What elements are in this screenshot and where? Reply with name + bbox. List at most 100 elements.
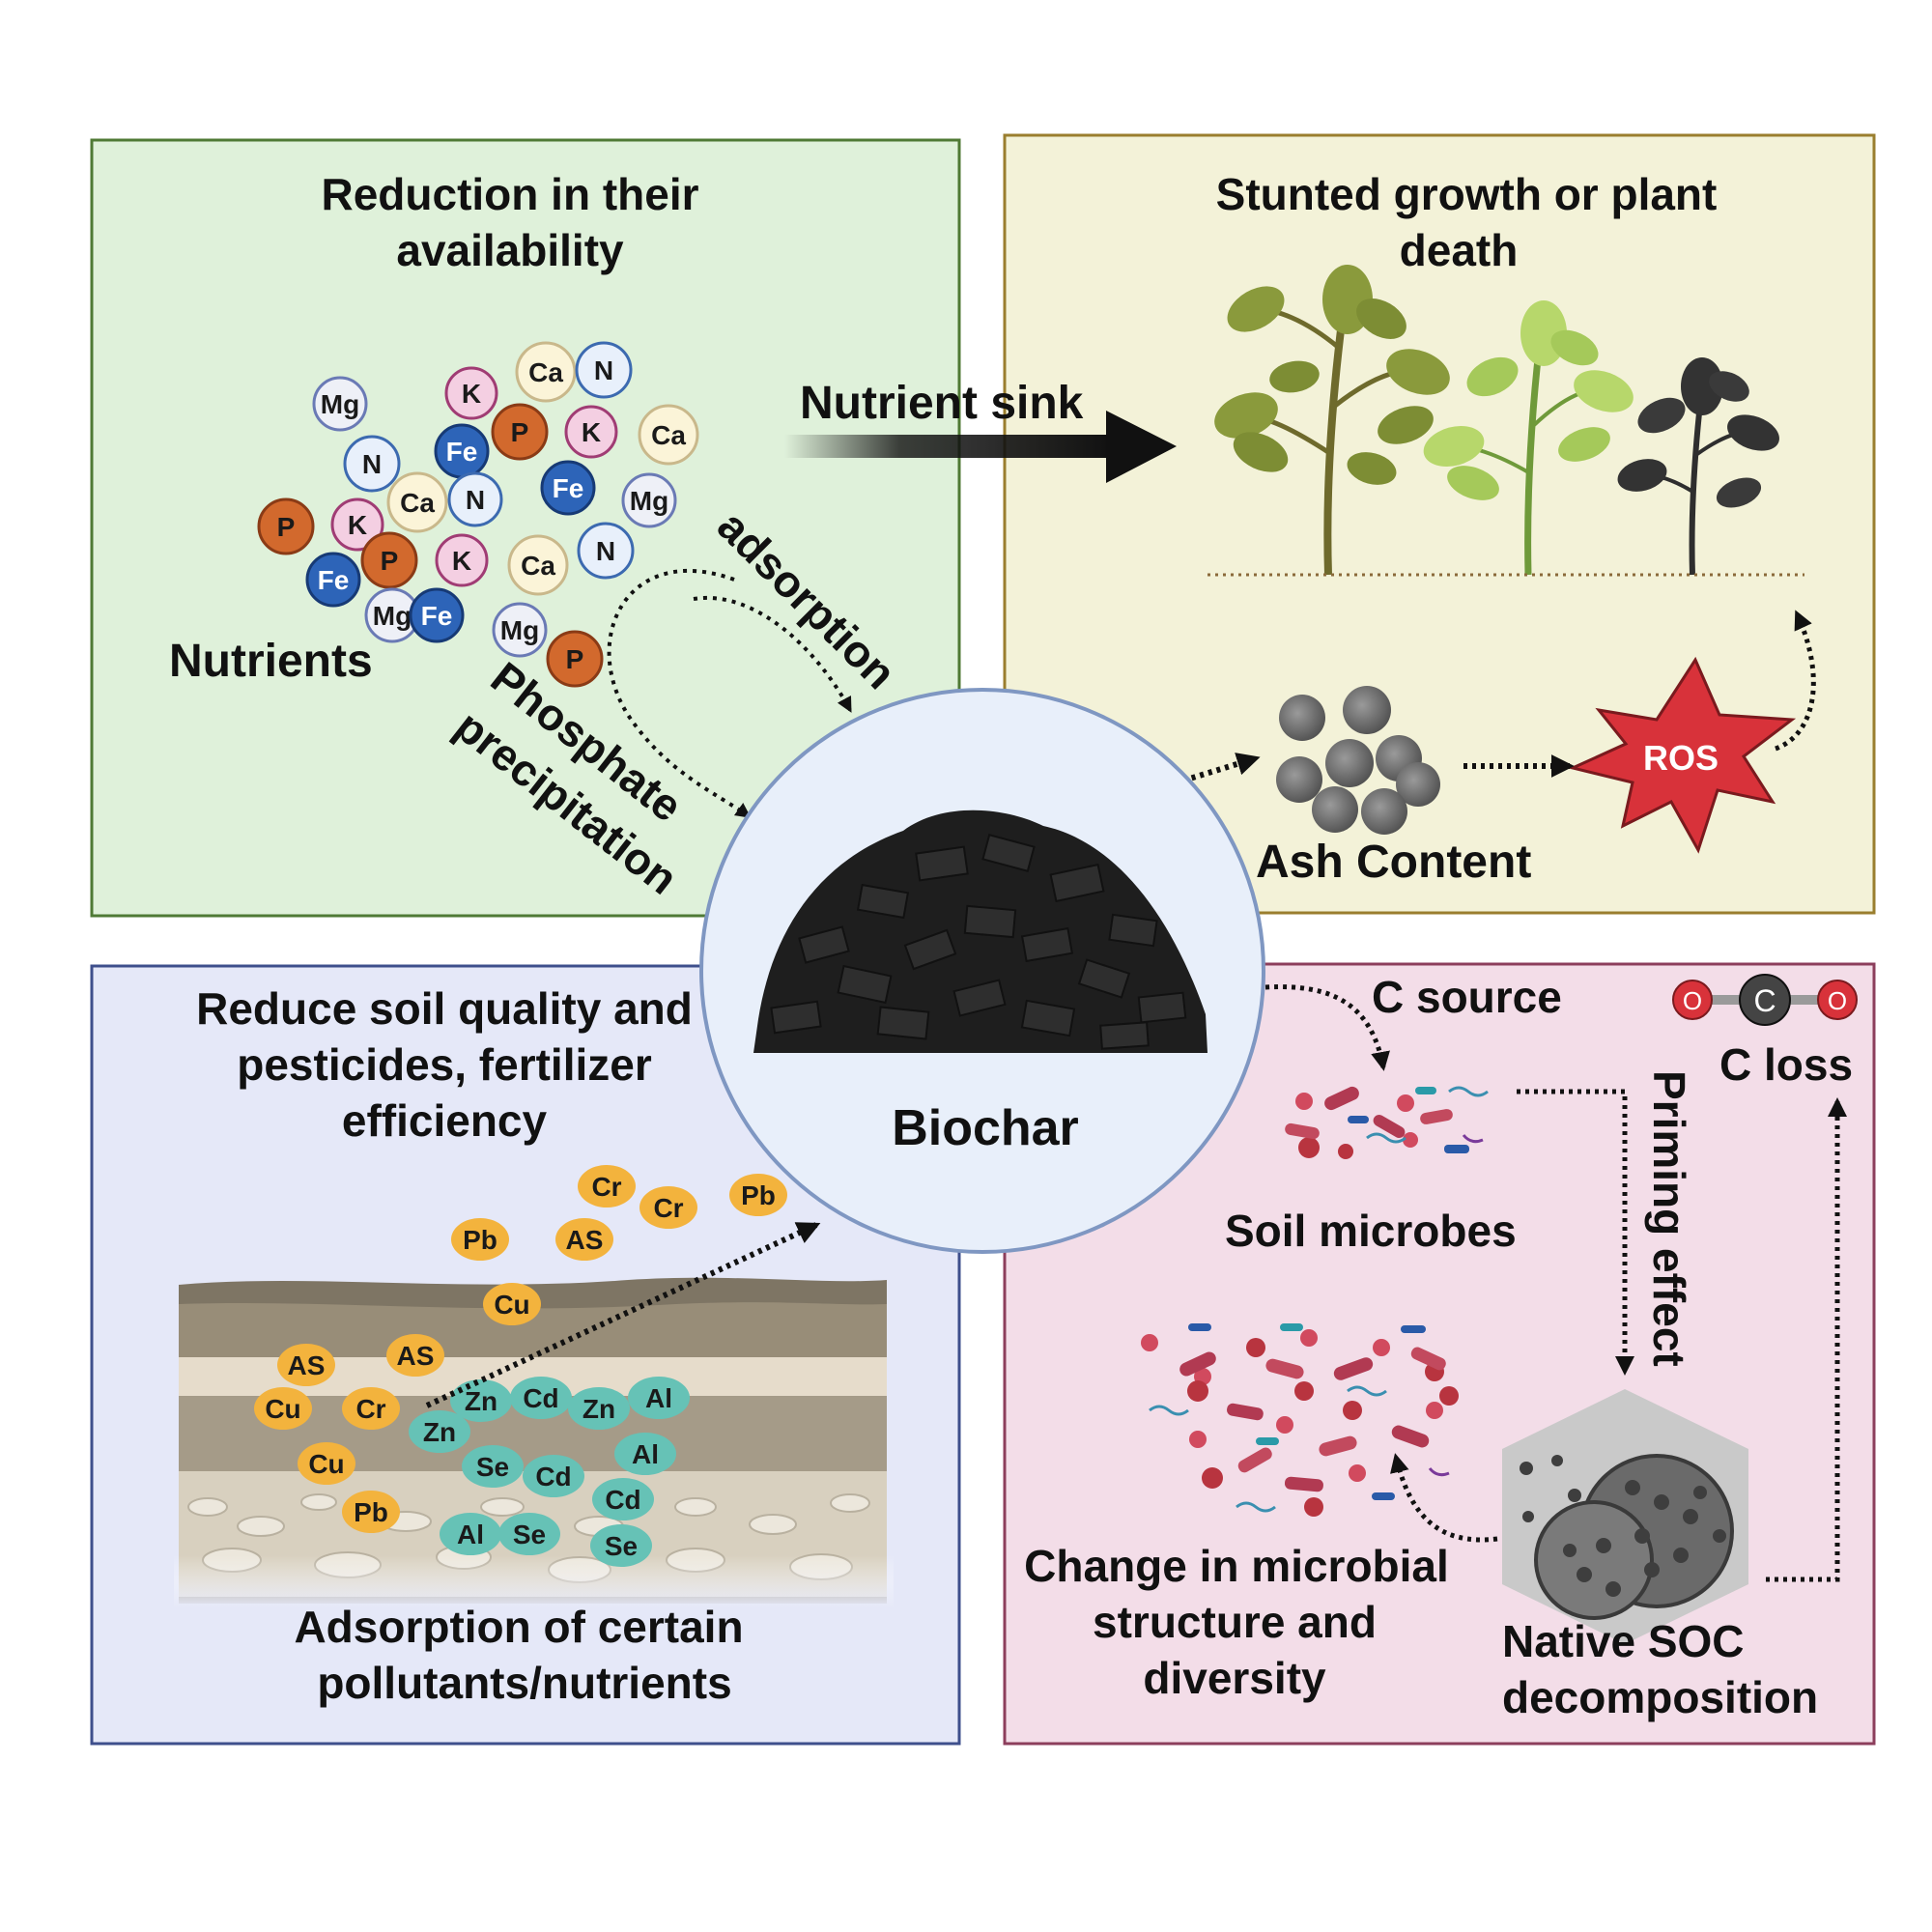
microbial-community-icon	[1141, 1323, 1459, 1517]
panel-plant-title-line2: death	[1400, 225, 1519, 275]
svg-text:Se: Se	[476, 1452, 509, 1482]
adsorption-caption-line2: pollutants/nutrients	[317, 1658, 731, 1708]
nutrient-ca: Ca	[507, 534, 569, 596]
nutrient-p: P	[257, 497, 315, 555]
pollutant-cu: Cu	[254, 1387, 312, 1430]
adsorption-arrow	[693, 595, 852, 713]
svg-text:AS: AS	[288, 1350, 326, 1380]
pollutant-as: AS	[277, 1344, 335, 1386]
pollutant-cu: Cu	[298, 1442, 355, 1485]
ash-content-label: Ash Content	[1256, 837, 1531, 888]
nutrient-ca: Ca	[638, 404, 699, 466]
pollutant-zn: Zn	[409, 1410, 470, 1453]
pollutant-cd: Cd	[592, 1478, 654, 1520]
healthy-plant-icon	[1214, 265, 1450, 576]
svg-text:K: K	[582, 417, 601, 447]
priming-arrow	[1517, 1089, 1634, 1376]
soil-profile-illustration	[174, 1277, 894, 1608]
svg-text:Ca: Ca	[651, 420, 686, 450]
soc-to-community-arrow	[1390, 1453, 1498, 1543]
pollutant-pb: Pb	[729, 1174, 787, 1216]
svg-text:N: N	[594, 355, 613, 385]
soc-line1: Native SOC	[1502, 1616, 1745, 1666]
soil-microbes-icon	[1285, 1086, 1489, 1159]
nutrient-fe: Fe	[540, 460, 596, 516]
nutrient-k: K	[435, 533, 489, 587]
co2-oxygen-left: O	[1683, 986, 1702, 1015]
pollutant-as: AS	[386, 1334, 444, 1377]
svg-text:Se: Se	[513, 1520, 546, 1549]
pollutant-cd: Cd	[523, 1455, 584, 1497]
svg-text:Al: Al	[632, 1439, 659, 1469]
nutrient-p: P	[360, 531, 418, 589]
panel-soil-title-line3: efficiency	[342, 1095, 548, 1146]
nutrient-sink-label: Nutrient sink	[800, 378, 1084, 429]
pollutant-cr: Cr	[578, 1165, 636, 1208]
pollutant-as: AS	[555, 1218, 613, 1261]
pollutant-zn: Zn	[450, 1379, 512, 1422]
soc-aggregate-icon	[1502, 1389, 1748, 1644]
svg-text:Fe: Fe	[421, 601, 453, 631]
svg-text:Se: Se	[605, 1531, 638, 1561]
pollutant-to-biochar-arrow	[425, 1222, 821, 1408]
priming-effect-label: Priming effect	[1644, 1070, 1694, 1367]
nutrient-mg: Mg	[312, 376, 368, 432]
svg-text:Zn: Zn	[582, 1394, 615, 1424]
pollutant-al: Al	[628, 1377, 690, 1419]
panel-soil-title-line1: Reduce soil quality and	[196, 983, 693, 1034]
c-source-label: C source	[1372, 972, 1562, 1022]
svg-text:Mg: Mg	[500, 615, 539, 645]
nutrient-n: N	[575, 341, 633, 399]
svg-text:Ca: Ca	[400, 488, 435, 518]
nutrient-sink-arrow	[784, 411, 1177, 483]
pollutant-al: Al	[440, 1513, 501, 1555]
panel-plant-title-line1: Stunted growth or plant	[1216, 169, 1718, 219]
c-loss-arrow	[1766, 1097, 1847, 1582]
svg-text:AS: AS	[397, 1341, 435, 1371]
nutrient-mg: Mg	[621, 472, 677, 528]
nutrient-fe: Fe	[305, 552, 361, 608]
stressed-plant-icon	[1423, 300, 1634, 576]
svg-text:Pb: Pb	[741, 1180, 776, 1210]
svg-text:P: P	[381, 546, 399, 576]
nutrient-n: N	[577, 522, 635, 580]
co2-carbon: C	[1753, 983, 1776, 1018]
nutrient-fe: Fe	[434, 423, 490, 479]
pollutant-cd: Cd	[510, 1377, 572, 1419]
svg-text:K: K	[452, 546, 471, 576]
svg-text:Fe: Fe	[553, 473, 584, 503]
svg-text:Al: Al	[645, 1383, 672, 1413]
svg-text:K: K	[348, 510, 367, 540]
change-line2: structure and	[1093, 1597, 1377, 1647]
svg-text:Ca: Ca	[521, 551, 555, 581]
svg-text:Cd: Cd	[523, 1383, 558, 1413]
nutrient-ca: Ca	[515, 341, 577, 403]
change-line1: Change in microbial	[1024, 1541, 1449, 1591]
pollutant-pb: Pb	[451, 1218, 509, 1261]
svg-text:Al: Al	[457, 1520, 484, 1549]
svg-text:N: N	[596, 536, 615, 566]
nutrient-k: K	[444, 366, 498, 420]
ros-burst-icon: ROS	[1568, 656, 1797, 854]
nutrients-label: Nutrients	[169, 636, 373, 687]
panel-soil-title-line2: pesticides, fertilizer	[237, 1039, 652, 1090]
adsorption-caption-line1: Adsorption of certain	[294, 1602, 743, 1652]
svg-text:Mg: Mg	[630, 486, 668, 516]
nutrient-mg: Mg	[364, 587, 420, 643]
svg-text:N: N	[362, 449, 382, 479]
c-loss-label: C loss	[1719, 1039, 1853, 1090]
nutrient-p: P	[491, 403, 549, 461]
svg-text:Pb: Pb	[354, 1497, 388, 1527]
pollutant-cluster: Cr Cr Pb Pb AS Cu AS AS Cu Cr Cu Pb Zn C…	[254, 1165, 787, 1567]
nutrient-fe: Fe	[409, 587, 465, 643]
pollutant-cu: Cu	[483, 1283, 541, 1325]
svg-text:Cd: Cd	[535, 1462, 571, 1492]
svg-text:Mg: Mg	[321, 389, 359, 419]
pollutant-se: Se	[462, 1445, 524, 1488]
svg-text:Zn: Zn	[465, 1386, 497, 1416]
svg-text:Cu: Cu	[308, 1449, 344, 1479]
svg-text:N: N	[466, 485, 485, 515]
nutrient-n: N	[447, 471, 503, 527]
svg-text:Pb: Pb	[463, 1225, 497, 1255]
